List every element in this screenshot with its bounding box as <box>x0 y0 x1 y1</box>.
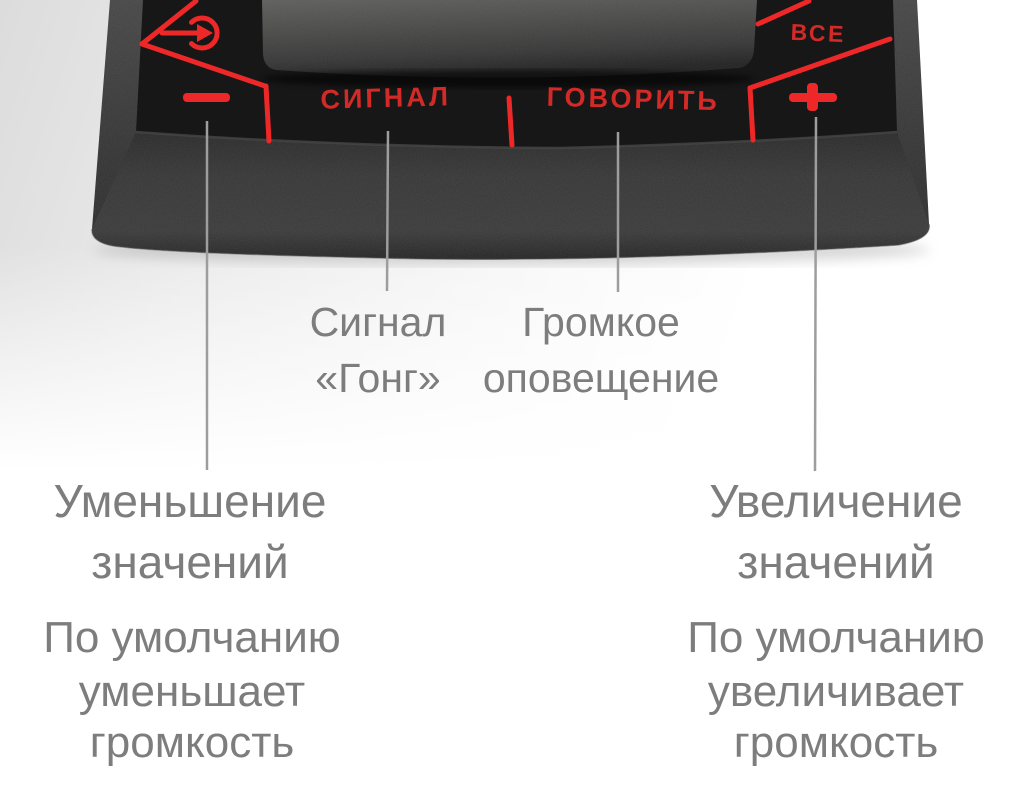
minus-symbol <box>183 93 230 102</box>
gong-label-line2: «Гонг» <box>315 355 440 401</box>
outline-minus-cell-right <box>263 83 272 144</box>
plus-symbol <box>789 83 837 111</box>
decrease-annotation: Уменьшение значений По умолчанию уменьша… <box>43 475 341 767</box>
all-button-label: ВСЕ <box>790 19 846 47</box>
panel-edge-highlight <box>135 130 898 150</box>
outline-top-left-diagonal <box>139 0 199 47</box>
decrease-title-line2: значений <box>91 536 288 588</box>
enter-icon-arrow-head <box>197 24 213 42</box>
announce-label-line1: Громкое <box>522 299 680 345</box>
announce-label-line2: оповещение <box>483 355 719 401</box>
decrease-desc-line3: громкость <box>90 718 295 767</box>
decrease-title-line1: Уменьшение <box>54 475 327 527</box>
increase-annotation: Увеличение значений По умолчанию увеличи… <box>687 475 985 767</box>
enter-icon <box>159 15 220 51</box>
outline-plus-cell-chamfer <box>747 36 893 91</box>
increase-desc-line2: увеличивает <box>708 667 964 716</box>
increase-title-line2: значений <box>737 536 934 588</box>
signal-button-label: СИГНАЛ <box>320 81 451 114</box>
increase-desc-line1: По умолчанию <box>687 613 985 662</box>
decrease-desc-line2: уменьшает <box>79 667 305 716</box>
enter-icon-circle <box>189 15 220 51</box>
divider-signal-talk <box>506 95 515 148</box>
decrease-desc-line1: По умолчанию <box>43 613 341 662</box>
cradle-texture <box>262 0 757 78</box>
red-button-outlines <box>139 0 893 148</box>
talk-button-label: ГОВОРИТЬ <box>546 82 720 117</box>
outline-plus-cell-left <box>747 85 756 143</box>
increase-desc-line3: громкость <box>734 718 939 767</box>
cradle-shadow <box>262 70 754 88</box>
increase-title-line1: Увеличение <box>709 475 962 527</box>
callout-line-signal <box>385 130 390 292</box>
mid-annotations: Сигнал «Гонг» Громкое оповещение <box>310 299 720 401</box>
gong-label-line1: Сигнал <box>310 299 447 345</box>
plus-vertical-bar <box>807 83 818 111</box>
bottom-rim-highlight <box>91 223 930 260</box>
outline-minus-cell-chamfer <box>139 41 268 89</box>
callout-line-plus <box>813 116 818 472</box>
callout-lines <box>205 116 818 472</box>
outline-top-right-diagonal <box>755 0 812 27</box>
